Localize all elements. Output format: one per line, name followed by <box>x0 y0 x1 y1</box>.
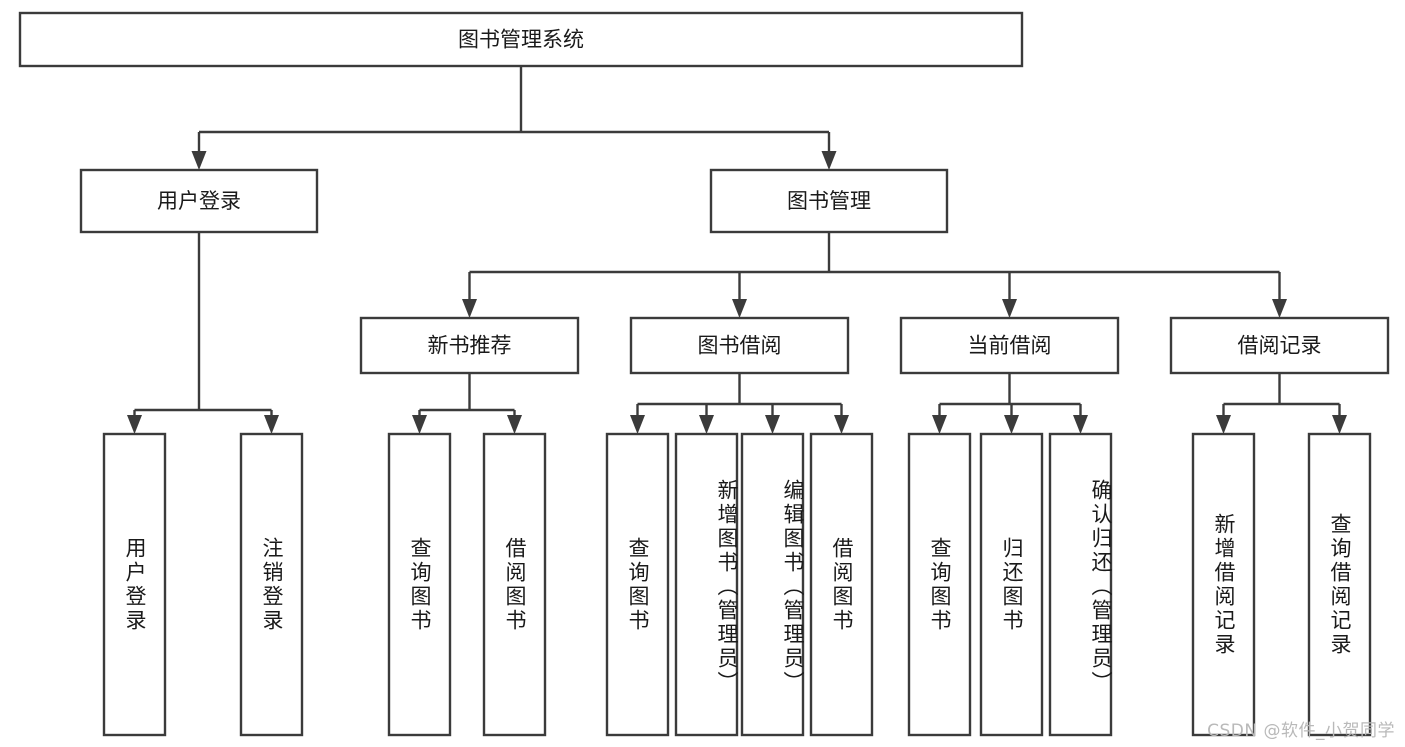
node-label-book-manage: 图书管理 <box>787 189 871 213</box>
arrow-leaf-query-book-2 <box>630 415 645 434</box>
arrow-leaf-confirm-return <box>1073 415 1088 434</box>
node-leaf-borrow-book-2[interactable] <box>809 432 874 737</box>
arrow-leaf-user-login <box>127 415 142 434</box>
arrow-user-login <box>191 151 207 170</box>
arrow-leaf-borrow-book-1 <box>507 415 522 434</box>
node-leaf-return-book[interactable] <box>979 432 1044 737</box>
node-book-manage[interactable]: 图书管理 <box>709 168 949 234</box>
node-label-root: 图书管理系统 <box>458 28 584 52</box>
arrow-leaf-add-record <box>1216 415 1231 434</box>
node-leaf-user-login[interactable] <box>102 432 167 737</box>
node-label-current-borrow: 当前借阅 <box>968 334 1052 358</box>
arrow-current-borrow <box>1002 299 1017 318</box>
arrow-leaf-query-book-1 <box>412 415 427 434</box>
node-leaf-query-book-3[interactable] <box>907 432 972 737</box>
node-leaf-confirm-return[interactable] <box>1048 432 1113 737</box>
arrow-leaf-borrow-book-2 <box>834 415 849 434</box>
arrow-leaf-add-book <box>699 415 714 434</box>
arrow-leaf-edit-book <box>765 415 780 434</box>
node-user-login[interactable]: 用户登录 <box>79 168 319 234</box>
node-leaf-edit-book[interactable] <box>740 432 805 737</box>
arrow-leaf-query-record <box>1332 415 1347 434</box>
node-label-user-login: 用户登录 <box>157 189 241 213</box>
arrow-new-book-recommend <box>462 299 477 318</box>
node-leaf-query-book-1[interactable] <box>387 432 452 737</box>
node-root[interactable]: 图书管理系统 <box>18 11 1024 68</box>
arrow-leaf-logout <box>264 415 279 434</box>
arrow-borrow-record <box>1272 299 1287 318</box>
node-leaf-query-record[interactable] <box>1307 432 1372 737</box>
node-leaf-logout[interactable] <box>239 432 304 737</box>
node-leaf-add-book[interactable] <box>674 432 739 737</box>
arrow-book-manage <box>821 151 837 170</box>
node-new-book-recommend[interactable]: 新书推荐 <box>359 316 580 375</box>
node-label-book-borrow: 图书借阅 <box>698 334 782 358</box>
arrow-leaf-query-book-3 <box>932 415 947 434</box>
node-leaf-query-book-2[interactable] <box>605 432 670 737</box>
node-label-borrow-record: 借阅记录 <box>1238 334 1322 358</box>
arrow-book-borrow <box>732 299 747 318</box>
node-label-new-book-recommend: 新书推荐 <box>428 334 512 358</box>
node-current-borrow[interactable]: 当前借阅 <box>899 316 1120 375</box>
csdn-watermark: CSDN @软件_小贺同学 <box>1207 721 1395 741</box>
node-book-borrow[interactable]: 图书借阅 <box>629 316 850 375</box>
connectors-layer <box>127 66 1347 434</box>
node-borrow-record[interactable]: 借阅记录 <box>1169 316 1390 375</box>
node-leaf-borrow-book-1[interactable] <box>482 432 547 737</box>
arrow-leaf-return-book <box>1004 415 1019 434</box>
node-leaf-add-record[interactable] <box>1191 432 1256 737</box>
